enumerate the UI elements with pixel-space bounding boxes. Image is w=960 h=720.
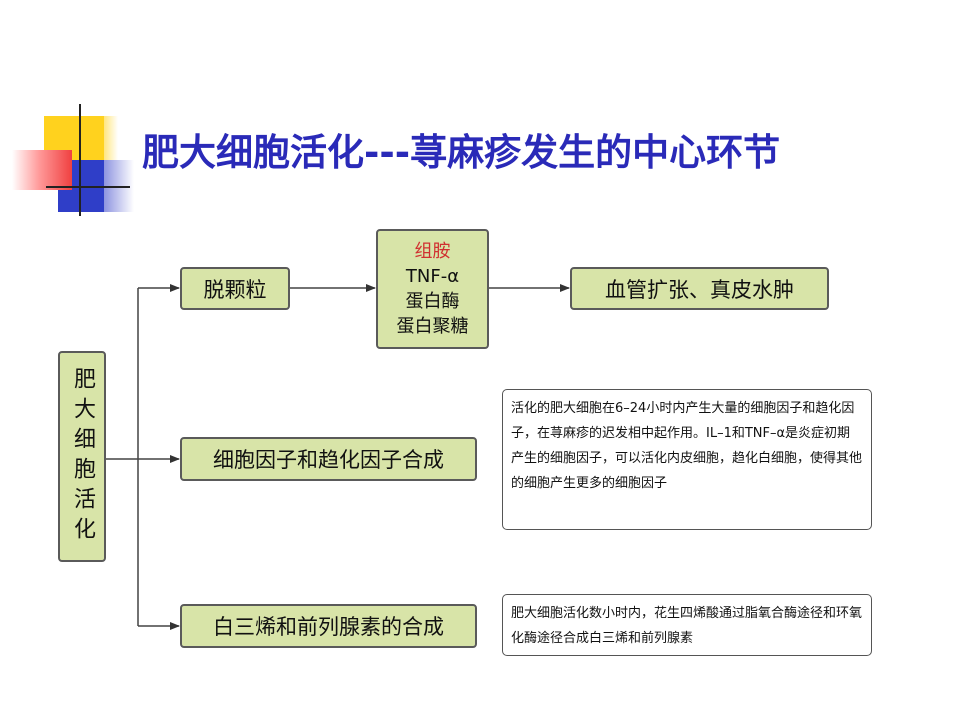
decor-red-bar (12, 150, 72, 190)
mediator-tnf: TNF-α (405, 266, 460, 287)
node-effect: 血管扩张、真皮水肿 (570, 267, 829, 310)
note-leukotrienes: 肥大细胞活化数小时内，花生四烯酸通过脂氧合酶途径和环氧化酶途径合成白三烯和前列腺… (502, 594, 872, 656)
node-root: 肥大细胞活化 (58, 351, 106, 562)
node-leukotrienes: 白三烯和前列腺素的合成 (180, 604, 477, 648)
node-degranulation: 脱颗粒 (180, 267, 290, 310)
node-mediators: 组胺 TNF-α 蛋白酶 蛋白聚糖 (376, 229, 489, 349)
decor-yellow-fade (104, 116, 118, 160)
mediator-proteoglycan: 蛋白聚糖 (396, 316, 469, 337)
decor-horizontal-line (46, 186, 130, 188)
page-title: 肥大细胞活化---荨麻疹发生的中心环节 (142, 131, 781, 174)
mediator-protease: 蛋白酶 (405, 291, 460, 312)
node-cytokines: 细胞因子和趋化因子合成 (180, 437, 477, 481)
note-cytokines: 活化的肥大细胞在6–24小时内产生大量的细胞因子和趋化因子，在荨麻疹的迟发相中起… (502, 389, 872, 530)
mediator-histamine: 组胺 (414, 241, 451, 262)
decor-vertical-line (79, 104, 81, 216)
